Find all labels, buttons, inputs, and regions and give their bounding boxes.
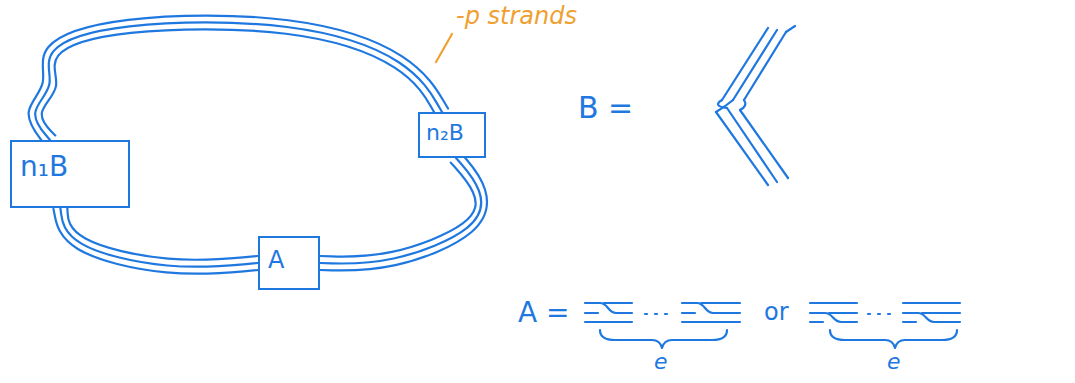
strand [60,208,258,267]
strand [320,163,475,257]
strand [29,16,448,145]
brace [600,330,727,348]
strand-band [53,207,258,274]
annotation: -p strands [456,3,577,29]
brace-label: e [654,350,668,374]
leader-line [436,34,452,62]
strand [53,209,258,274]
strand [67,207,257,260]
brace-label: e [887,350,901,374]
braid-b-picture [716,26,795,185]
strand [42,29,436,135]
braid-box: A [258,236,320,290]
box-label: A [268,247,284,273]
braid-box: n₁B [10,140,130,208]
strand-band [320,153,487,270]
strand-band [29,16,448,145]
box-label: n₂B [426,121,464,145]
box-label: n₁B [20,152,68,183]
strand [320,153,487,270]
equation-label: A = [518,298,570,329]
connective-word: or [764,299,789,325]
braid-a-picture [810,303,960,322]
equation-label: B = [578,91,633,124]
brace [830,330,957,348]
braid-a-picture [585,303,740,322]
braid-box: n₂B [418,112,486,158]
strand [320,158,481,264]
strand [35,22,442,140]
